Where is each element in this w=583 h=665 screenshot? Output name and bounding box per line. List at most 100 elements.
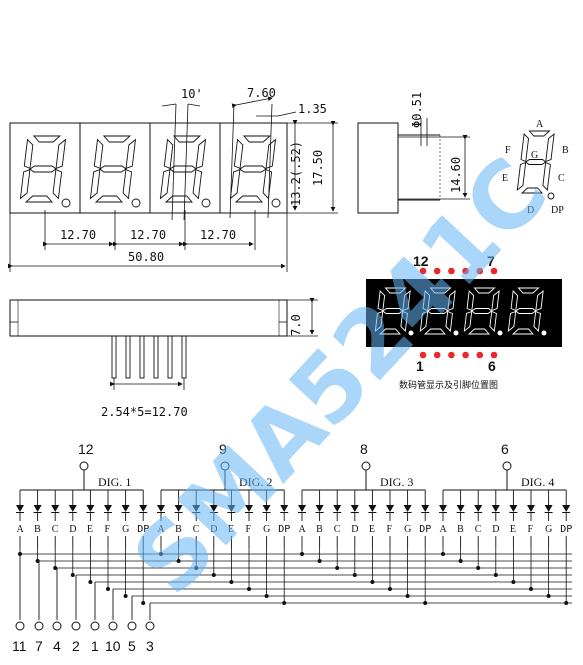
bottom-pin-terminal-4 — [52, 621, 62, 631]
bottom-pin-terminal-2 — [71, 621, 81, 631]
seg-label-d1-e: E — [87, 524, 93, 535]
junction-d4-e — [511, 580, 516, 584]
pin-label-12: 12 — [413, 253, 429, 269]
bottom-pin-label-5: 5 — [128, 638, 136, 654]
display-digit-2 — [419, 287, 456, 335]
bottom-pin-label-4: 4 — [53, 638, 61, 654]
pin-leads — [111, 335, 187, 390]
junction-d3-dp — [423, 601, 428, 605]
front-digit-2-seg-a — [102, 135, 132, 143]
junction-d4-f — [529, 587, 533, 591]
seg-label-d2-g: G — [263, 524, 270, 535]
junction-d1-c — [53, 566, 58, 570]
diode-d4-a — [439, 505, 447, 513]
seg-label-d3-f: F — [387, 524, 393, 535]
seg-label-d4-e: E — [510, 524, 516, 535]
pin-lead-1 — [111, 335, 117, 379]
front-digit-outlines — [19, 135, 281, 208]
inner-height-dim: 13.2(.52) — [289, 141, 303, 206]
digit-1-pin-terminal — [79, 461, 89, 471]
display-digit-3-dp — [497, 330, 503, 336]
seg-label-d3-e: E — [369, 524, 375, 535]
front-digit-1-seg-c — [52, 168, 63, 200]
junction-d4-d — [493, 573, 498, 577]
side-height-dim: 14.60 — [449, 157, 463, 193]
junction-d2-f — [247, 587, 251, 591]
pin-dot-bottom-5 — [476, 351, 484, 359]
front-digit-3-seg-d — [164, 195, 193, 203]
front-digit-4-seg-c — [262, 168, 273, 200]
pin-dot-top-1 — [419, 267, 427, 275]
pin-diagram-caption: 数码管显示及引脚位置图 — [399, 379, 498, 391]
bottom-pin-terminal-5 — [127, 621, 137, 631]
segment-width-dim: 1.35 — [298, 102, 327, 116]
segment-key-digit-seg-f — [520, 133, 530, 163]
digit-3-label: DIG. 3 — [380, 475, 413, 489]
digit-3-pin-terminal — [361, 461, 371, 471]
segment-key-digit-seg-b — [545, 132, 555, 163]
front-digit-3-seg-b — [195, 138, 207, 170]
pin-dot-bottom-4 — [462, 351, 469, 359]
front-digit-3-seg-f — [163, 138, 174, 170]
diode-d4-c — [474, 505, 483, 513]
display-digit-2-seg-e — [419, 310, 429, 333]
diode-d2-d — [209, 505, 218, 513]
pin-lead-6 — [181, 335, 187, 379]
display-digit-4-seg-a — [517, 287, 540, 294]
segment-key-digit-seg-g — [524, 159, 547, 165]
segment-key: A B C D E F G DP — [502, 119, 569, 216]
diode-d3-c — [333, 505, 342, 513]
diode-d3-g — [403, 505, 412, 513]
front-dimensions: 10' 7.60 1.35 13.2(.52) 17.50 12.70 12.7… — [8, 86, 338, 272]
watermark: SMA5241C — [113, 138, 568, 615]
diode-d3-a — [298, 505, 306, 513]
seg-label-d4-a: A — [440, 524, 448, 535]
diode-d2-f — [245, 505, 253, 513]
junction-d2-d — [211, 573, 216, 577]
seg-label-d3-a: A — [299, 524, 307, 535]
pin-lead-5 — [167, 335, 173, 379]
diode-d4-g — [544, 505, 553, 513]
display-digit-4 — [507, 287, 544, 335]
front-view — [9, 122, 288, 214]
outer-height-dim: 17.50 — [311, 150, 325, 186]
diode-d3-dp — [421, 505, 430, 513]
diode-d2-b — [174, 505, 183, 513]
bottom-pin-label-1: 1 — [91, 638, 99, 654]
segment-key-digit-seg-e — [516, 161, 527, 192]
seg-label-d2-e: E — [228, 524, 234, 535]
front-digit-4-seg-b — [265, 138, 277, 170]
junction-d2-b — [176, 559, 181, 563]
diode-d2-e — [227, 505, 236, 513]
junction-d3-c — [335, 566, 340, 570]
diode-d1-g — [121, 505, 130, 513]
bottom-pin-label-3: 3 — [146, 638, 154, 654]
front-digit-2 — [89, 135, 137, 203]
spacing-dim-3: 12.70 — [200, 228, 236, 242]
front-digit-4-seg-f — [233, 138, 244, 170]
pin-label-7: 7 — [487, 253, 495, 269]
pin-label-6: 6 — [488, 358, 496, 374]
junction-d1-e — [88, 580, 93, 584]
front-digit-1-seg-b — [55, 138, 67, 170]
display-digit-2-dp — [453, 330, 459, 336]
display-digit-3 — [463, 287, 500, 335]
display-digit-2-seg-g — [426, 308, 449, 314]
display-digit-1-seg-a — [384, 287, 407, 294]
front-digit-4 — [229, 135, 277, 203]
digit-1-label: DIG. 1 — [98, 475, 131, 489]
pin-dot-top-3 — [448, 267, 455, 275]
side-view: Φ0.51 14.60 — [357, 92, 470, 214]
display-digit-1 — [374, 287, 411, 335]
pitch-dim: 7.60 — [247, 86, 276, 100]
pin-dot-top-5 — [476, 267, 484, 275]
digit-2-label: DIG. 2 — [239, 475, 272, 489]
front-digit-1 — [19, 135, 67, 203]
display-digit-1-seg-c — [400, 310, 408, 332]
pin-lead-3 — [139, 335, 145, 379]
front-digit-2-seg-d — [94, 195, 123, 203]
bottom-pin-label-2: 2 — [72, 638, 80, 654]
segment-key-digit-seg-c — [542, 161, 551, 191]
junction-d2-a — [159, 552, 163, 556]
diode-d2-dp — [280, 505, 289, 513]
